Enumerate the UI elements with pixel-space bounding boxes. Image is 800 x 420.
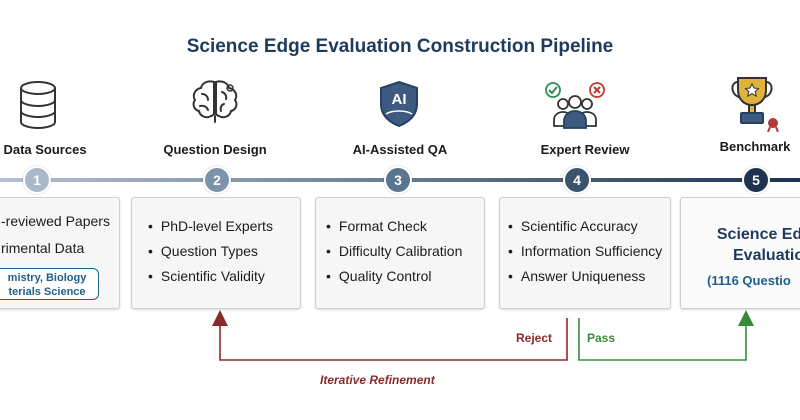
domain-line-2: terials Science: [8, 286, 86, 298]
card-ai-assisted-qa: Format Check Difficulty Calibration Qual…: [315, 197, 485, 309]
pass-label: Pass: [587, 331, 616, 345]
source-experimental-data: rimental Data: [1, 240, 85, 256]
card-data-sources: -reviewed Papers rimental Data mistry, B…: [0, 197, 120, 309]
list-item: Scientific Validity: [148, 268, 300, 284]
list-item: PhD-level Experts: [148, 218, 300, 234]
expert-team-icon: [543, 82, 607, 135]
trophy-icon: [728, 74, 784, 137]
stage-label-expert-review: Expert Review: [540, 142, 630, 157]
list-item: Quality Control: [326, 268, 484, 284]
step-node-3: 3: [384, 166, 412, 194]
benchmark-count: (1116 Questio: [707, 273, 791, 288]
benchmark-title: Science Ed Evaluatio: [715, 224, 800, 266]
step-node-1: 1: [23, 166, 51, 194]
list-item: Difficulty Calibration: [326, 243, 484, 259]
list-item: Answer Uniqueness: [508, 268, 670, 284]
reject-arrow: [212, 310, 568, 361]
benchmark-title-line-2: Evaluatio: [733, 247, 800, 264]
stage-label-benchmark: Benchmark: [719, 139, 791, 154]
page-title: Science Edge Evaluation Construction Pip…: [186, 36, 614, 57]
list-item: Scientific Accuracy: [508, 218, 670, 234]
iterative-refinement-label: Iterative Refinement: [320, 373, 435, 387]
stage-label-data-sources: Data Sources: [3, 142, 87, 157]
list-item: Format Check: [326, 218, 484, 234]
step-node-5: 5: [742, 166, 770, 194]
source-papers: -reviewed Papers: [1, 213, 110, 229]
card-expert-review: Scientific Accuracy Information Sufficie…: [499, 197, 671, 309]
step-node-2: 2: [203, 166, 231, 194]
domain-tags-box: mistry, Biology terials Science: [0, 268, 99, 300]
list-item: Question Types: [148, 243, 300, 259]
reject-label: Reject: [516, 331, 553, 345]
card-benchmark: Science Ed Evaluatio (1116 Questio: [680, 197, 800, 309]
stage-label-question-design: Question Design: [163, 142, 267, 157]
database-icon: [18, 80, 58, 135]
list-item: Information Sufficiency: [508, 243, 670, 259]
stage-label-ai-assisted-qa: AI-Assisted QA: [352, 142, 448, 157]
benchmark-title-line-1: Science Ed: [716, 226, 800, 243]
ai-shield-text: AI: [391, 91, 407, 108]
brain-icon: [190, 76, 240, 131]
step-node-4: 4: [563, 166, 591, 194]
ai-shield-icon: AI: [378, 80, 420, 133]
card-question-design: PhD-level Experts Question Types Scienti…: [131, 197, 301, 309]
domain-line-1: mistry, Biology: [7, 272, 87, 284]
